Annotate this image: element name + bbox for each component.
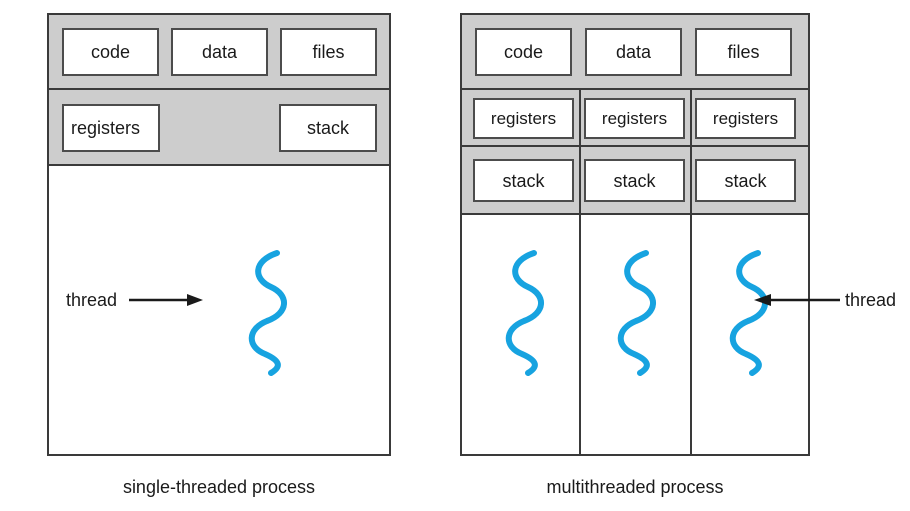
thread-column-divider-1 (579, 90, 581, 454)
cell-registers-thread-3: registers (695, 98, 796, 139)
thread-squiggle-3 (729, 250, 768, 376)
cell-stack-thread-2: stack (584, 159, 685, 202)
thread-annotation-right-label: thread (845, 290, 897, 310)
shared-resources-band-right: code data files (462, 15, 808, 90)
thread-column-divider-2 (690, 90, 692, 454)
multithreaded-process-box: code data files registers registers regi… (460, 13, 810, 456)
cell-files-right: files (695, 28, 792, 76)
cell-stack-thread-1: stack (473, 159, 574, 202)
stack-band-right: stack stack stack (462, 147, 808, 215)
registers-band-right: registers registers registers (462, 90, 808, 147)
shared-resources-band-left: code data files (49, 15, 389, 90)
cell-code-left: code (62, 28, 159, 76)
cell-registers-thread-2: registers (584, 98, 685, 139)
cell-files-left: files (280, 28, 377, 76)
caption-multithreaded: multithreaded process (546, 477, 724, 497)
thread-squiggle-1 (505, 250, 544, 376)
single-threaded-process-box: code data files registers stack (47, 13, 391, 456)
cell-code-right: code (475, 28, 572, 76)
cell-stack-thread-3: stack (695, 159, 796, 202)
thread-squiggle-2 (617, 250, 656, 376)
cell-data-right: data (585, 28, 682, 76)
cell-stack-left: stack (279, 104, 377, 152)
caption-single-threaded: single-threaded process (122, 477, 316, 497)
thread-annotation-left-label: thread (66, 290, 118, 310)
cell-registers-thread-1: registers (473, 98, 574, 139)
cell-data-left: data (171, 28, 268, 76)
thread-squiggle-left (248, 250, 287, 376)
cell-registers-left: registers (62, 104, 160, 152)
thread-resources-band-left: registers stack (49, 90, 389, 166)
